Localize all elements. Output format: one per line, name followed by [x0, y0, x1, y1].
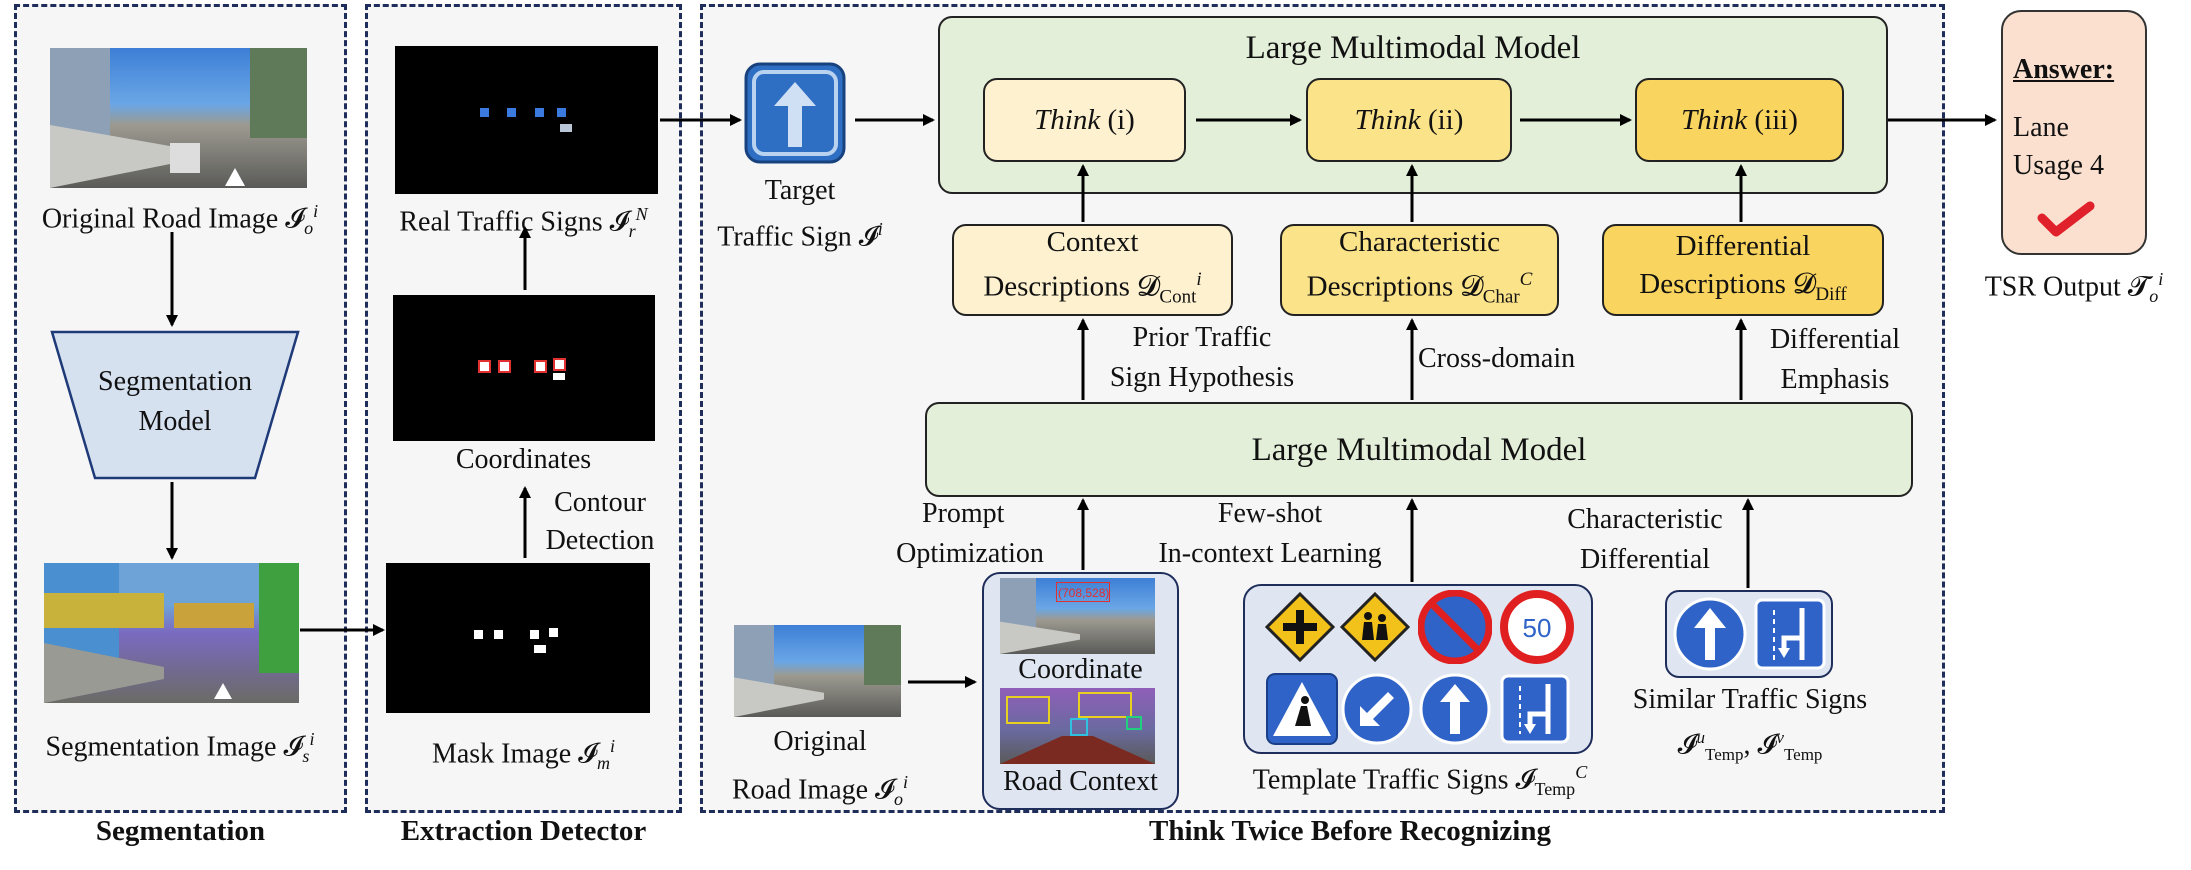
section-title-extraction: Extraction Detector [400, 815, 647, 847]
think-i-box: Think (i) [983, 78, 1186, 162]
coordinate-image: (708,528) [1000, 578, 1155, 654]
segmentation-image-label: Segmentation Image 𝓘si [45, 729, 315, 766]
characteristic-descriptions-box: Characteristic Descriptions 𝓓CharC [1280, 224, 1559, 316]
characteristic-differential-label: Characteristic Differential [1567, 504, 1723, 575]
speed-limit-50-sign-icon: 50 [1500, 590, 1574, 664]
differential-emphasis-label: Differential Emphasis [1769, 324, 1901, 395]
ahead-only-sign-icon [1419, 673, 1491, 745]
tsr-output-label: TSR Output 𝓣oi [1984, 269, 2164, 306]
similar-lane-usage-sign-icon [1754, 598, 1826, 670]
few-shot-label: Few-shot In-context Learning [1158, 498, 1382, 569]
similar-signs-label: Similar Traffic Signs 𝓘uTemp, 𝓘vTemp [1632, 684, 1868, 764]
road-context-label: Road Context [1003, 766, 1158, 797]
lmm-mid-box: Large Multimodal Model [925, 402, 1913, 497]
target-traffic-sign-icon [744, 62, 846, 164]
no-parking-sign-icon [1418, 590, 1492, 664]
cross-domain-label: Cross-domain [1418, 343, 1576, 374]
school-zone-sign-icon [1340, 592, 1410, 662]
mask-image [386, 563, 650, 713]
coordinates-label: Coordinates [455, 444, 592, 475]
target-traffic-sign-label: Target Traffic Sign 𝓘i [717, 175, 883, 253]
answer-box: Answer: Lane Usage 4 [2001, 10, 2147, 255]
coordinate-label: Coordinate [1018, 654, 1143, 685]
mask-image-label: Mask Image 𝓘mi [431, 736, 616, 773]
context-descriptions-box: Context Descriptions 𝓓Conti [952, 224, 1233, 316]
road-context-image [1000, 688, 1155, 764]
original-road-image-small [734, 625, 901, 717]
lane-usage-sign-icon [1500, 674, 1570, 744]
original-road-image-small-label: Original Road Image 𝓘oi [731, 726, 908, 809]
sign-50-text: 50 [1523, 613, 1552, 643]
lmm-top-title: Large Multimodal Model [1245, 30, 1581, 66]
lmm-mid-title: Large Multimodal Model [1251, 431, 1587, 468]
think-iii-box: Think (iii) [1635, 78, 1844, 162]
check-mark-icon [2037, 201, 2095, 237]
prompt-optimization-label: Prompt Optimization [896, 498, 1044, 569]
differential-descriptions-box: Differential Descriptions 𝓓Diff [1602, 224, 1884, 316]
segmentation-image [44, 563, 299, 703]
contour-detection-label: Contour Detection [545, 487, 655, 556]
coordinates-image [393, 295, 655, 441]
original-road-image-label: Original Road Image 𝓘oi [41, 201, 319, 238]
template-signs-label: Template Traffic Signs 𝓘TempC [1252, 762, 1588, 799]
section-title-segmentation: Segmentation [95, 815, 266, 847]
crossroad-warning-sign-icon [1265, 592, 1335, 662]
real-traffic-signs-image [395, 46, 658, 194]
prior-hypothesis-label: Prior Traffic Sign Hypothesis [1109, 322, 1295, 393]
keep-left-sign-icon [1341, 673, 1413, 745]
answer-line-1: Lane [2013, 112, 2069, 143]
coordinate-text: (708,528) [1058, 586, 1110, 600]
real-traffic-signs-label: Real Traffic Signs 𝓘rN [399, 204, 648, 241]
think-ii-box: Think (ii) [1306, 78, 1512, 162]
answer-line-2: Usage 4 [2013, 150, 2104, 181]
segmentation-model-trapezoid [50, 330, 300, 480]
similar-ahead-only-sign-icon [1673, 597, 1747, 671]
segmentation-model-label: Segmentation Model [98, 366, 252, 437]
section-title-think: Think Twice Before Recognizing [1149, 815, 1551, 847]
original-road-image [50, 48, 307, 188]
answer-heading: Answer: [2013, 54, 2115, 85]
pedestrian-crossing-sign-icon [1266, 673, 1338, 745]
